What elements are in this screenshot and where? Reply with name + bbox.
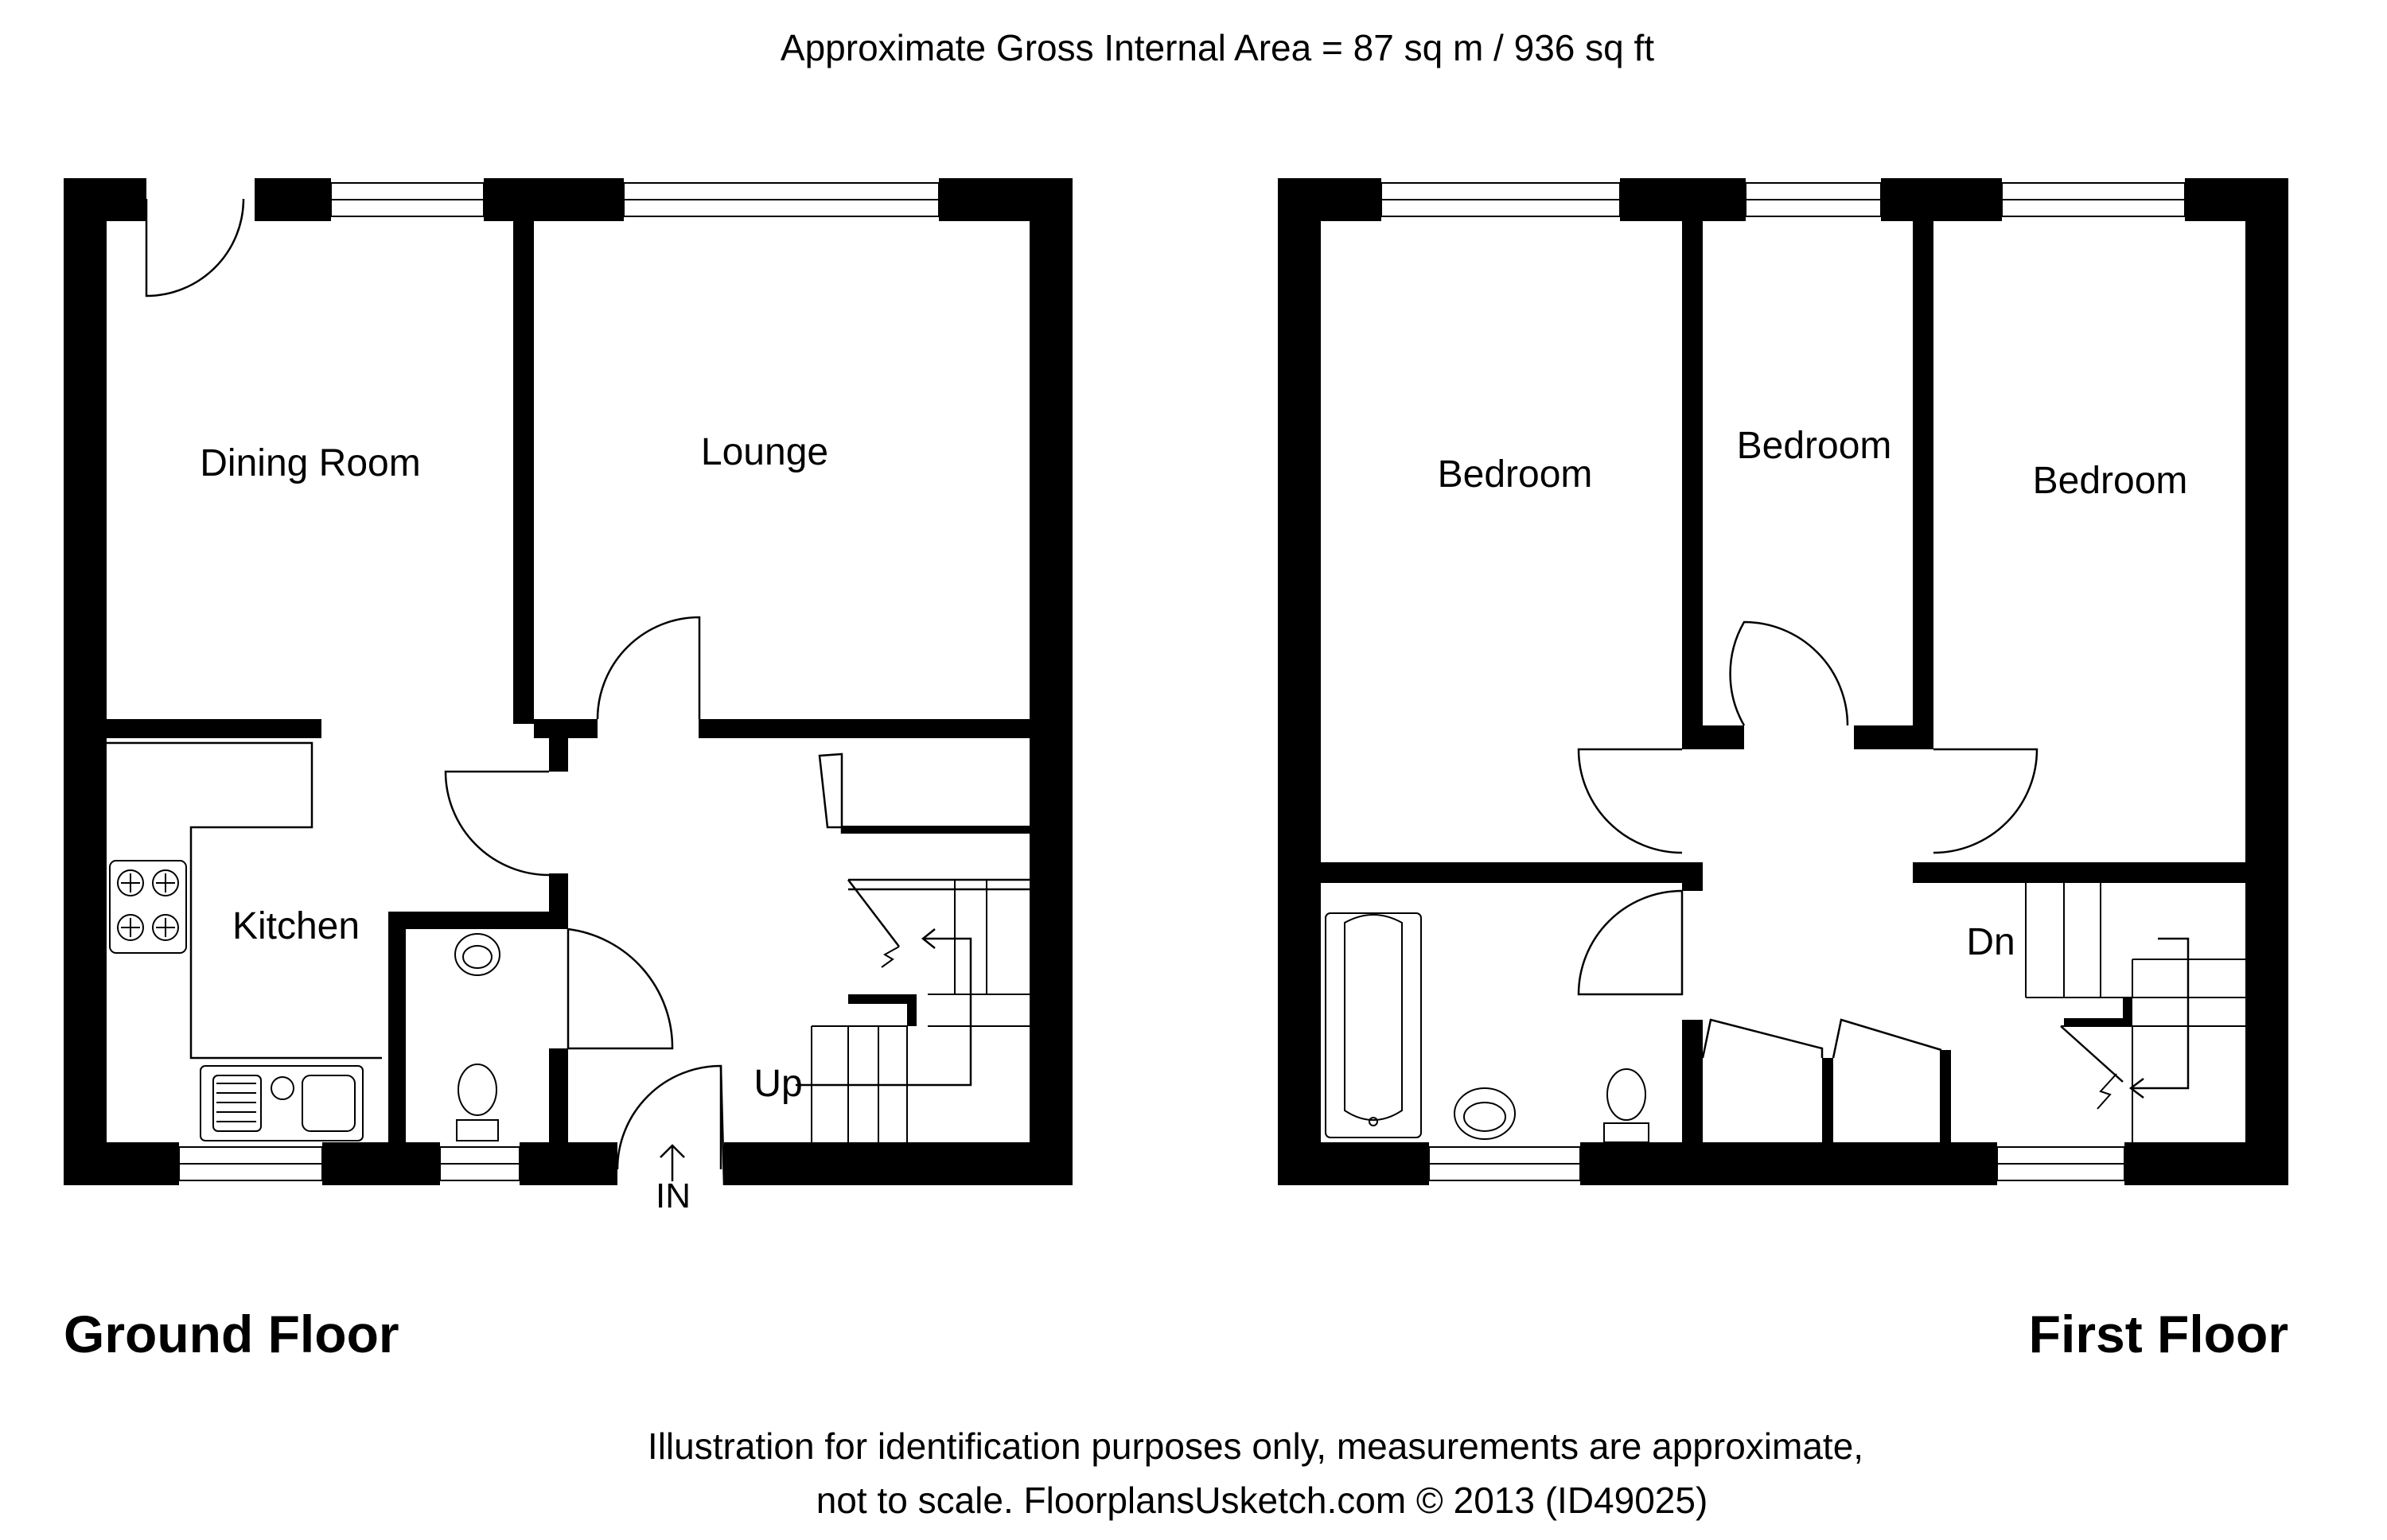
front-door-swing xyxy=(616,1064,722,1170)
room-label-lounge: Lounge xyxy=(701,431,828,473)
wall xyxy=(1620,178,1746,221)
first-floor-label: First Floor xyxy=(2029,1305,2288,1363)
wall xyxy=(1682,1020,1703,1142)
wall xyxy=(64,178,107,1185)
wall xyxy=(842,826,1030,834)
room-label-kitchen: Kitchen xyxy=(232,905,360,947)
hob-burners xyxy=(117,869,179,941)
wall xyxy=(513,221,534,724)
wall xyxy=(484,178,624,221)
wall xyxy=(549,738,568,772)
wall xyxy=(534,719,598,738)
wall xyxy=(1278,1142,1429,1185)
hob-icon xyxy=(109,860,187,954)
wall xyxy=(322,1142,440,1185)
toilet-icon xyxy=(1606,1068,1646,1121)
wall xyxy=(1682,221,1703,749)
wall xyxy=(1940,1050,1951,1142)
bathroom-door-swing xyxy=(1577,889,1684,996)
wall xyxy=(1822,1058,1833,1142)
wall xyxy=(2245,178,2288,1185)
wall xyxy=(699,719,1030,738)
kitchen-worktop xyxy=(107,741,382,1060)
bedroom-3-door-swing xyxy=(1933,748,2038,854)
bedroom-1-door-swing xyxy=(1577,748,1683,854)
cupboard-door xyxy=(1701,1018,1824,1059)
entrance-label: IN xyxy=(656,1176,691,1215)
wall xyxy=(388,912,568,929)
room-label-dining: Dining Room xyxy=(200,442,420,484)
room-label-bedroom-2: Bedroom xyxy=(1737,425,1892,467)
bedroom-2-door-swing xyxy=(1729,620,1849,726)
wall xyxy=(1881,178,2002,221)
wall xyxy=(107,719,321,738)
first-floor-plan: Dn Bedroom Bedroom Bedroom xyxy=(1278,178,2288,1185)
wall xyxy=(1580,1142,1997,1185)
gross-area-title: Approximate Gross Internal Area = 87 sq … xyxy=(781,27,1654,68)
basin-icon xyxy=(1454,1087,1516,1140)
basin-icon xyxy=(454,933,500,976)
wall xyxy=(1321,862,1701,883)
bath-icon xyxy=(1325,912,1422,1138)
cupboard-door xyxy=(818,752,843,834)
back-door-swing xyxy=(145,198,245,298)
sink-icon xyxy=(200,1065,364,1141)
room-label-bedroom-1: Bedroom xyxy=(1438,453,1593,496)
wall xyxy=(1682,862,1703,891)
wall xyxy=(1913,862,1933,883)
wall xyxy=(255,178,331,221)
kitchen-door-swing xyxy=(444,770,550,877)
wall xyxy=(724,1142,1073,1185)
wall xyxy=(549,1048,568,1142)
wall xyxy=(388,912,406,1142)
ground-floor-plan: IN xyxy=(64,178,1073,1215)
cupboard-door xyxy=(1832,1018,1942,1059)
ground-floor-label: Ground Floor xyxy=(64,1305,399,1363)
wall xyxy=(1030,178,1073,1185)
disclaimer-line-1: Illustration for identification purposes… xyxy=(648,1425,1863,1467)
wall xyxy=(1913,221,1933,749)
wall xyxy=(1913,862,2245,883)
toilet-icon xyxy=(458,1064,497,1116)
wc-door-swing xyxy=(567,928,674,1050)
wall xyxy=(1854,725,1913,749)
wall xyxy=(520,1142,617,1185)
room-label-bedroom-3: Bedroom xyxy=(2033,460,2188,502)
ground-stairs xyxy=(796,878,1030,1142)
lounge-door-swing xyxy=(596,616,701,720)
stairs-down-label: Dn xyxy=(1966,921,2015,963)
disclaimer-line-2: not to scale. FloorplansUsketch.com © 20… xyxy=(816,1480,1708,1521)
wall xyxy=(1703,725,1744,749)
wall xyxy=(1278,178,1321,1185)
stairs-up-label: Up xyxy=(753,1063,802,1105)
wall xyxy=(2124,1142,2288,1185)
first-stairs xyxy=(2025,883,2245,1142)
wall xyxy=(64,1142,179,1185)
